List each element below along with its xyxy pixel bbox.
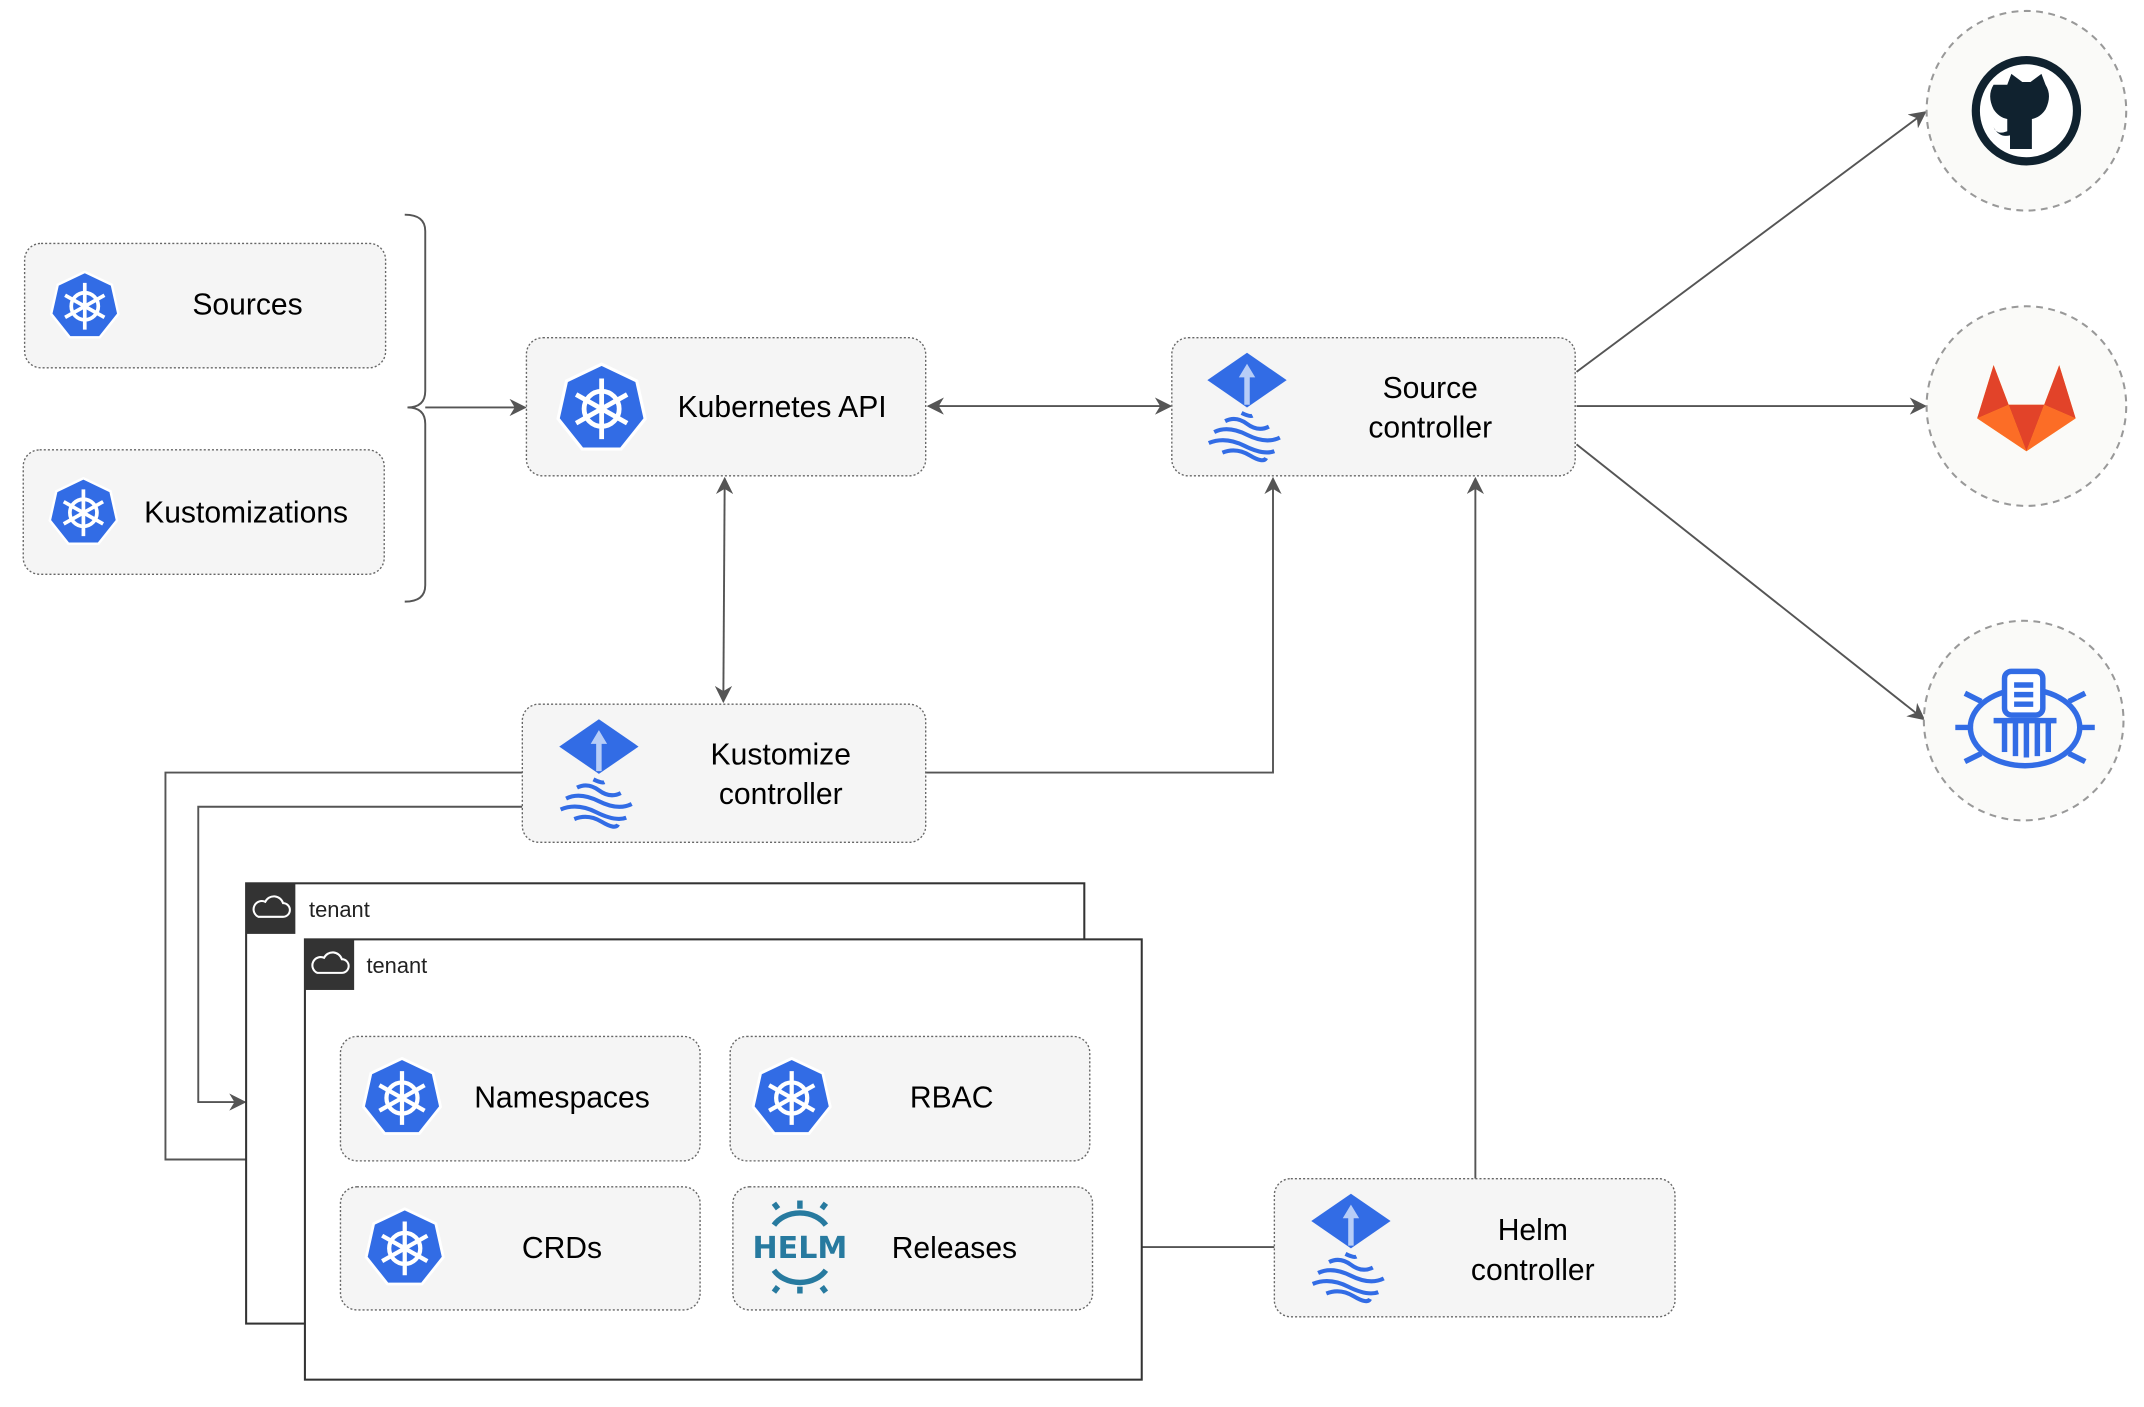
node-label: Sources: [192, 288, 302, 321]
node-label: CRDs: [522, 1232, 602, 1265]
tenant-label: tenant: [309, 897, 370, 922]
node-releases[interactable]: HELM Releases: [732, 1186, 1094, 1311]
brace: [404, 213, 427, 603]
node-kustomize-controller[interactable]: Kustomize controller: [521, 703, 927, 843]
external-helm-repository[interactable]: [1922, 619, 2125, 822]
edge-kustomize-to-tenant-back: [197, 805, 523, 1111]
node-label: RBAC: [910, 1081, 994, 1114]
tenant-front[interactable]: tenant Namespaces RBAC CRDs: [303, 938, 1143, 1381]
helm-icon: HELM: [752, 1200, 847, 1294]
node-label-line1: Source: [1383, 372, 1478, 405]
node-label: Namespaces: [474, 1081, 650, 1114]
node-sources[interactable]: Sources: [23, 242, 387, 369]
edge-kustomize-to-source: [925, 476, 1282, 774]
node-label: Kubernetes API: [678, 391, 887, 424]
node-kustomizations[interactable]: Kustomizations: [22, 449, 385, 575]
node-kubernetes-api[interactable]: Kubernetes API: [525, 337, 927, 477]
node-label-line1: Kustomize: [711, 738, 851, 771]
node-rbac[interactable]: RBAC: [729, 1035, 1091, 1162]
edge-source-to-github: [1575, 111, 1927, 373]
node-crds[interactable]: CRDs: [339, 1186, 701, 1311]
helm-logo-text: HELM: [752, 1231, 847, 1266]
helm-repository-icon: [1955, 668, 2095, 769]
node-helm-controller[interactable]: Helm controller: [1273, 1177, 1676, 1318]
node-label-line1: Helm: [1498, 1214, 1568, 1247]
node-label: Releases: [892, 1232, 1017, 1265]
gitlab-icon: [1977, 365, 2076, 452]
node-label: Kustomizations: [144, 496, 348, 529]
external-github[interactable]: [1925, 9, 2128, 212]
edges: [164, 111, 1927, 1256]
node-label-line2: controller: [1471, 1254, 1595, 1287]
edge-source-to-helmrepo: [1575, 443, 1926, 721]
external-gitlab[interactable]: [1925, 305, 2128, 507]
edge-api-kustomize: [714, 476, 734, 704]
edge-kustomize-to-tenant-front: [164, 771, 523, 1169]
github-icon: [1971, 56, 2082, 166]
tenant-label: tenant: [366, 953, 427, 978]
node-label-line2: controller: [719, 778, 843, 811]
node-source-controller[interactable]: Source controller: [1171, 337, 1576, 477]
node-namespaces[interactable]: Namespaces: [339, 1035, 701, 1162]
node-label-line2: controller: [1368, 411, 1492, 444]
